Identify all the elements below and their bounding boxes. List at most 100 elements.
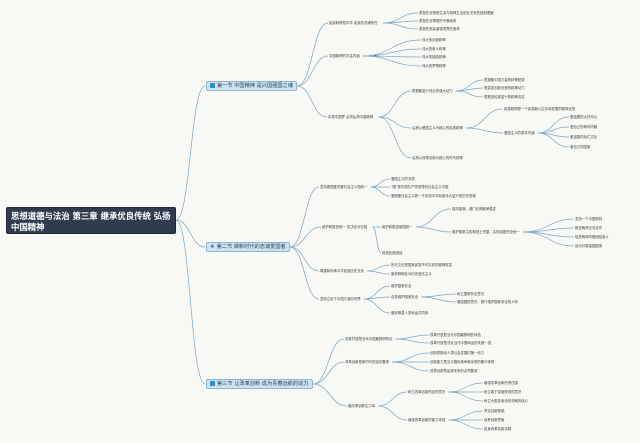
topic-node[interactable]: 弘扬以改革创新为核心的时代精神	[412, 156, 463, 160]
topic-node[interactable]: 表现在崇高道德境界的追求	[419, 27, 460, 31]
connector-line	[312, 338, 345, 385]
connector-line	[289, 226, 322, 248]
topic-node[interactable]: 改革开放是决定当代中国命运的关键一招	[430, 341, 492, 345]
topic-node[interactable]: 旗帜鲜明反对历史虚无主义	[391, 272, 432, 276]
topic-node[interactable]: 改革创新是新时代的迫切要求	[345, 360, 390, 364]
topic-node[interactable]: 增强改革创新的能力本领	[408, 418, 446, 422]
connector-line	[421, 293, 457, 298]
connector-line	[448, 410, 484, 421]
connector-line	[362, 48, 422, 57]
connector-line	[415, 226, 452, 233]
topic-node[interactable]: 是推进民族复兴的精神支柱	[484, 95, 525, 99]
connector-line	[392, 361, 430, 372]
topic-node[interactable]: 尊重和传承中华民族历史文化	[320, 269, 365, 273]
topic-node[interactable]: 历史文化是国家民族不可忘却的精神财富	[391, 263, 453, 267]
topic-node[interactable]: 坚持立足于中国又面向世界	[320, 297, 361, 301]
topic-node[interactable]: 是凝聚复兴伟业的强大动力	[412, 89, 453, 93]
flag-icon	[210, 83, 215, 88]
topic-node[interactable]: 民族精神是中华 民族的灵魂所在	[329, 21, 378, 25]
connector-line	[367, 270, 391, 275]
connector-line	[362, 55, 422, 67]
connector-line	[370, 186, 391, 197]
connector-line	[312, 383, 348, 407]
topic-node[interactable]: 夯实创新基础	[484, 409, 505, 413]
topic-node[interactable]: 培养创新思维	[484, 418, 505, 422]
section-topic[interactable]: 第三节 让改革创新 成为青春远航的动力	[206, 379, 313, 389]
topic-node[interactable]: 投身改革创新实践	[484, 427, 512, 431]
topic-node[interactable]: "国"是中国共产党领导的社会主义中国	[391, 185, 449, 189]
root-topic[interactable]: 思想道德与法治 第三章 继承优良传统 弘扬中国精神	[6, 207, 176, 234]
topic-node[interactable]: 树立敢于突破陈规的意识	[484, 390, 522, 394]
connector-line	[296, 22, 329, 87]
topic-node[interactable]: 维护和推进祖国统一	[382, 225, 413, 229]
topic-node[interactable]: 表现在对物质生活与精神生活相互关系的独到理解	[419, 11, 494, 15]
topic-node[interactable]: 爱自己的国家	[570, 145, 591, 149]
topic-node[interactable]: 爱国主义的本质	[391, 177, 415, 181]
connector-line	[289, 246, 320, 300]
topic-node[interactable]: 推进两岸交流合作	[575, 226, 603, 230]
connector-line	[465, 108, 504, 129]
topic-node[interactable]: 做改革创新生力军	[348, 404, 376, 408]
topic-node[interactable]: 反对分裂祖国图谋	[575, 244, 603, 248]
topic-node[interactable]: 树立改革创新的自觉意识	[408, 390, 446, 394]
topic-node[interactable]: 自觉维护国家安全	[391, 295, 419, 299]
topic-node[interactable]: 爱国主义的基本内涵	[504, 131, 535, 135]
topic-node[interactable]: 坚持爱国爱党爱社会主义相统一	[320, 185, 368, 189]
flag-icon	[210, 381, 215, 386]
connector-line	[395, 338, 430, 344]
topic-node[interactable]: 爱祖国的灿烂文化	[570, 135, 598, 139]
bullet-marker: •	[374, 54, 377, 58]
topic-node[interactable]: 弘扬以爱国主义为核心的民族精神	[412, 126, 463, 130]
connector-line	[378, 116, 412, 159]
connector-line	[367, 264, 391, 272]
topic-node[interactable]: 爱国爱社会主义统一于实现中华民族伟大复兴的历史进程	[391, 194, 476, 198]
topic-node[interactable]: 伟大的奋斗精神	[422, 47, 446, 51]
connector-line	[378, 405, 408, 421]
topic-node[interactable]: 爱祖国的大好河山	[570, 115, 598, 119]
topic-node[interactable]: 维护和推进统一 坚决反对分裂	[322, 225, 368, 229]
topic-node[interactable]: 民族精神是一个民族赖以生存和发展的精神支撑	[504, 107, 576, 111]
topic-node[interactable]: 是激发创新创造的精神动力	[484, 86, 525, 90]
connector-line	[378, 90, 412, 118]
topic-node[interactable]: 坚持一个中国原则	[575, 217, 603, 221]
connector-line	[455, 87, 484, 92]
connector-line	[289, 186, 320, 248]
topic-node[interactable]: 改革创新是赢得未来的必然要求	[430, 369, 478, 373]
topic-node[interactable]: 爱自己的骨肉同胞	[570, 125, 598, 129]
connector-line	[382, 12, 419, 24]
topic-node[interactable]: 保持香港、澳门长期繁荣稳定	[452, 207, 497, 211]
connector-line	[372, 226, 382, 254]
topic-node[interactable]: 树立国家安全意识	[457, 292, 485, 296]
section-topic[interactable]: 第一节 中国精神 是兴国强国之魂	[206, 81, 297, 91]
connector-line	[289, 246, 320, 272]
connector-line	[363, 296, 391, 300]
topic-node[interactable]: 维护国家安全	[391, 284, 412, 288]
topic-node[interactable]: 增强国防意识，履行维护国家安全的义务	[457, 300, 519, 304]
topic-node[interactable]: 增强改革创新的责任感	[484, 381, 518, 385]
topic-node[interactable]: 创新是推动人类社会发展的第一动力	[430, 351, 485, 355]
topic-node[interactable]: 促进两岸同胞团结奋斗	[575, 235, 609, 239]
topic-node[interactable]: 创新能力是当今国际竞争新优势的集中体现	[430, 360, 495, 364]
topic-node[interactable]: 树立大胆探索未知领域的信心	[484, 399, 529, 403]
section-topic[interactable]: ♠第二节 做新时代的忠诚爱国者	[206, 242, 290, 252]
connector-line	[455, 90, 484, 98]
topic-node[interactable]: 伟大的团结精神	[422, 55, 446, 59]
topic-node[interactable]: 维护国家主权和领土完整，实现祖国完全统一	[452, 230, 520, 234]
connector-line	[537, 132, 570, 148]
topic-node[interactable]: 做到尊重人类命运共同体	[391, 311, 429, 315]
topic-node[interactable]: 改革开放是当代中国最鲜明特征	[345, 337, 393, 341]
topic-node[interactable]: 伟大的创造精神	[422, 38, 446, 42]
topic-node[interactable]: 改革开放是当代中国最鲜明的特色	[430, 333, 481, 337]
topic-node[interactable]: 表现在对理想的不懈追求	[419, 19, 457, 23]
topic-node[interactable]: 实现中国梦 必须弘扬中国精神	[328, 115, 374, 119]
section-label: 第三节 让改革创新 成为青春远航的动力	[217, 381, 309, 387]
connector-line	[312, 361, 345, 385]
connector-line	[370, 178, 391, 188]
topic-node[interactable]: 中国精神的丰富内涵	[329, 54, 360, 58]
topic-node[interactable]: 是凝聚中国力量的精神纽带	[484, 78, 525, 82]
connector-line	[537, 116, 570, 134]
topic-node[interactable]: 伟大的梦想精神	[422, 64, 446, 68]
topic-node[interactable]: 促进民族团结	[382, 251, 403, 255]
